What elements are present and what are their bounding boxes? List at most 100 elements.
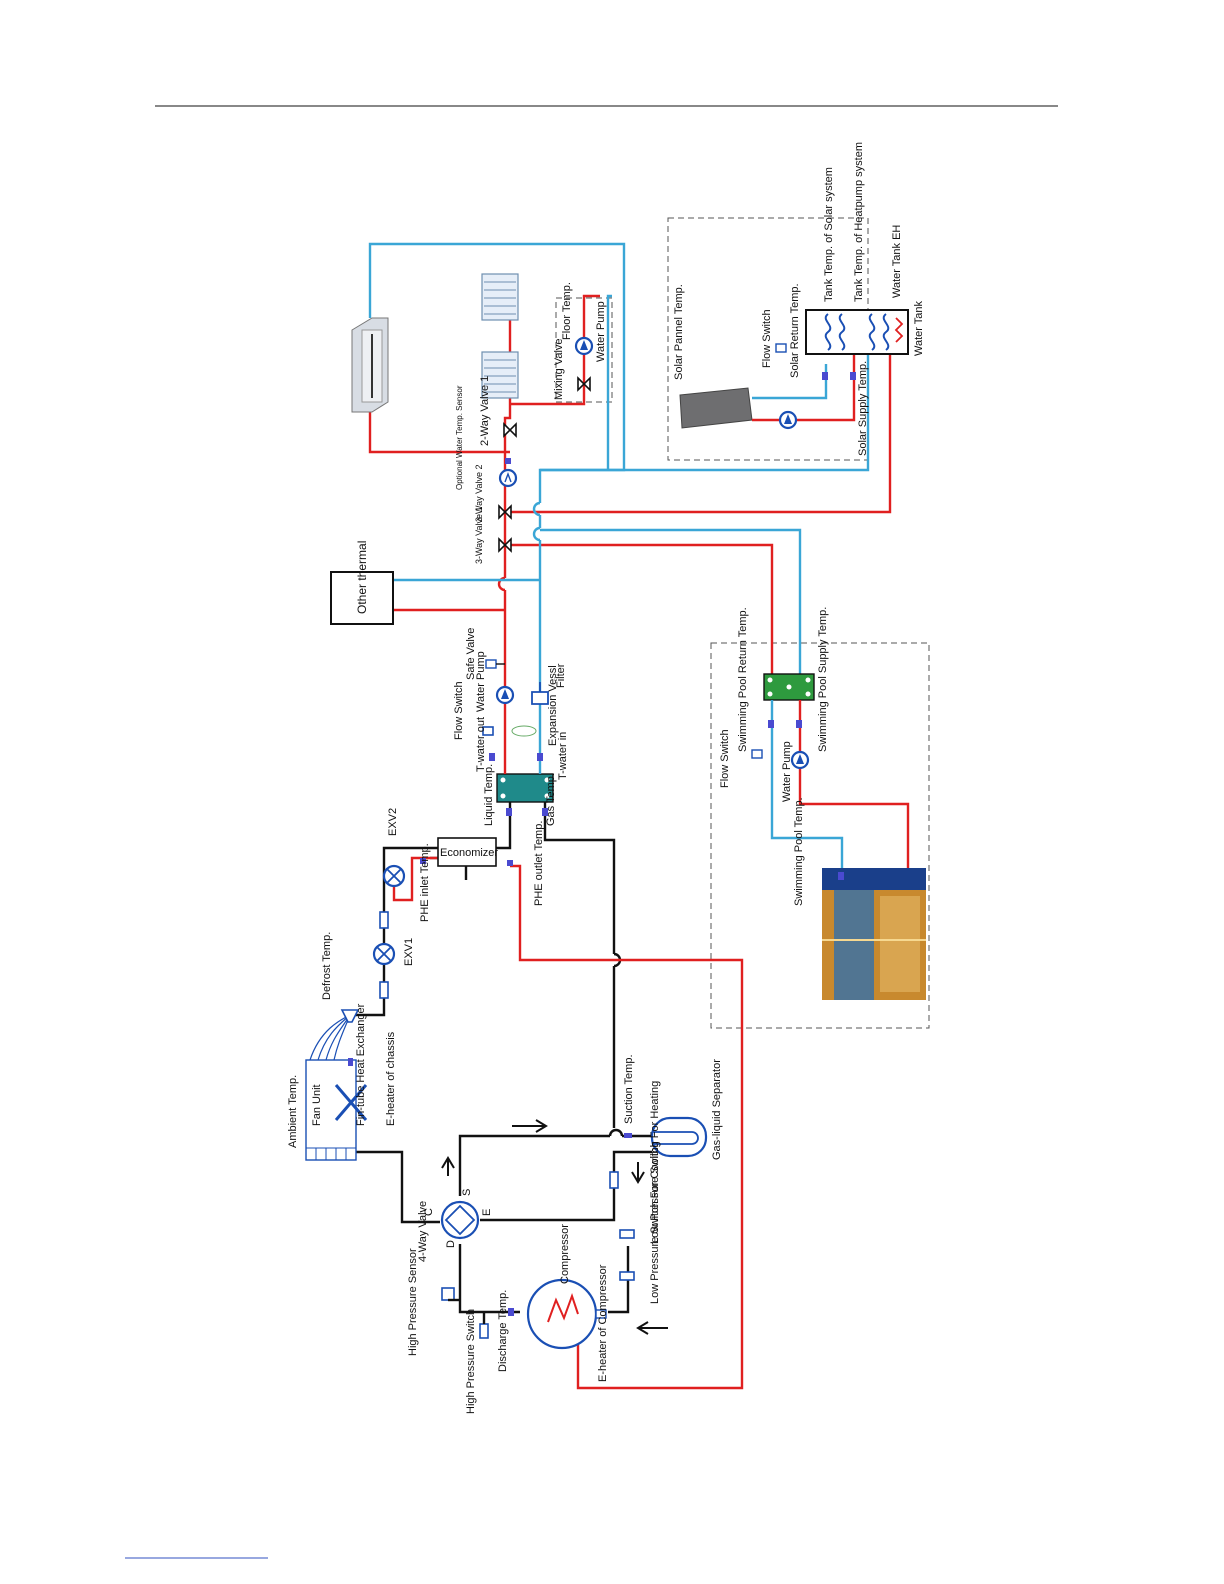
label-solar-flow-switch: Flow Switch [761, 309, 773, 368]
label-pool-flow-switch: Flow Switch [719, 729, 731, 788]
tank-return-line [540, 352, 870, 472]
label-tank-temp-heatpump: Tank Temp. of Heatpump system [853, 142, 865, 302]
compressor-icon [526, 1278, 607, 1350]
liquid-temp-sensor [506, 808, 512, 816]
strainer-icon [379, 911, 389, 929]
fan-coil-supply-line [368, 412, 510, 454]
refrigerant-circuit [350, 802, 652, 1314]
label-ambient-temp: Ambient Temp. [287, 1075, 299, 1148]
label-t-water-out: T-water out [475, 717, 487, 772]
flow-arrow-icon [631, 1162, 645, 1184]
label-three-way-valve-2: 3-Way Valve 2 [474, 464, 484, 522]
label-phe-inlet-temp: PHE inlet Temp. [419, 843, 431, 922]
filter-icon [531, 682, 549, 705]
label-discharge-temp: Discharge Temp. [497, 1290, 509, 1372]
label-exv1: EXV1 [403, 938, 415, 966]
label-tank-temp-solar: Tank Temp. of Solar system [823, 167, 835, 302]
floor-return-line [606, 294, 612, 470]
safe-valve-icon [485, 659, 497, 669]
radiator-unit [481, 273, 519, 321]
label-fin-tube: Fin-tube Heat Exchanger [355, 1003, 367, 1126]
other-thermal-box [330, 571, 394, 625]
low-pressure-cooling-switch-icon [619, 1271, 635, 1281]
label-compressor: Compressor [559, 1224, 571, 1284]
label-t-water-in: T-water in [557, 732, 569, 780]
label-suction-temp: Suction Temp. [623, 1054, 635, 1124]
pool-return-sensor [768, 720, 774, 728]
gas-liquid-separator-icon [650, 1116, 708, 1158]
label-water-tank-eh: Water Tank EH [891, 225, 903, 298]
label-defrost-temp: Defrost Temp. [321, 932, 333, 1000]
label-pool-return-temp: Swimming Pool Return Temp. [737, 607, 749, 752]
label-water-tank: Water Tank [913, 300, 925, 356]
four-way-valve-icon [440, 1200, 480, 1240]
label-liquid-temp: Liquid Temp. [483, 764, 495, 826]
suction-temp-sensor [624, 1133, 632, 1138]
label-solar-return-temp: Solar Return Temp. [789, 283, 801, 378]
high-pressure-sensor-icon [441, 1287, 455, 1301]
flow-switch-icon [482, 726, 494, 736]
flow-arrow-icon [441, 1156, 455, 1176]
t-water-in-sensor [537, 753, 543, 761]
pool-return-line [540, 528, 802, 674]
label-floor-water-pump: Water Pump [595, 301, 607, 362]
label-high-pressure-switch: High Pressure Switch [465, 1309, 477, 1414]
pool-flow-switch-icon [751, 749, 763, 759]
label-exv2: EXV2 [387, 808, 399, 836]
phe-outlet-line [510, 864, 744, 1390]
phe-inlet-sensor [420, 858, 426, 864]
discharge-temp-sensor [508, 1308, 514, 1316]
label-mixing-valve: Mixing Valve [553, 338, 565, 400]
water-tank [805, 309, 909, 355]
fan-coil-unit [351, 317, 389, 413]
low-pressure-heating-switch-icon [619, 1229, 635, 1239]
water-pump-icon [495, 685, 515, 705]
label-port-e: E [481, 1209, 493, 1216]
tank-supply-line [505, 324, 892, 514]
solar-flow-switch-icon [775, 343, 787, 353]
label-e-heater-compressor: E-heater of Compressor [597, 1264, 609, 1382]
label-other-thermal: Other thermal [355, 541, 369, 614]
label-optional-water-temp: Optional Water Temp. Sensor [455, 385, 464, 490]
label-fan-unit: Fan Unit [311, 1084, 323, 1126]
phe-outlet-sensor [507, 860, 513, 866]
solar-panel [679, 387, 753, 429]
label-three-way-valve-1: 3-Way Valve 1 [474, 506, 484, 564]
high-pressure-switch-icon [479, 1323, 489, 1339]
pool-supply-sensor [796, 720, 802, 728]
label-filter: Filter [555, 663, 567, 688]
label-port-c: C [423, 1208, 435, 1216]
pool-supply-line [505, 543, 774, 674]
label-e-heater-chassis: E-heater of chassis [385, 1031, 397, 1126]
optional-temp-sensor-icon [498, 468, 518, 488]
strainer-icon [379, 981, 389, 999]
label-pool-water-pump: Water Pump [781, 741, 793, 802]
gas-temp-sensor [542, 808, 548, 816]
pool-water-pump-icon [790, 750, 810, 770]
three-way-valve-2-icon [498, 504, 512, 520]
radiator-unit [481, 351, 519, 399]
label-low-pressure-heating: Low Pressure Switch For Heating [649, 1081, 661, 1244]
label-economizer: Economizer [440, 847, 498, 859]
label-pool-temp: Swimming Pool Temp. [793, 797, 805, 906]
label-safe-valve: Safe Valve [465, 628, 477, 680]
exv1-icon [372, 942, 396, 966]
solar-pump-icon [778, 410, 798, 430]
mixing-valve-icon [577, 376, 591, 392]
label-flow-switch: Flow Switch [453, 681, 465, 740]
optional-sensor-mark [505, 458, 511, 464]
label-low-pressure-cooling: Low Pressure Switch For Cooling [649, 1141, 661, 1304]
expansion-vessel-icon [511, 725, 537, 737]
label-solar-pannel-temp: Solar Pannel Temp. [673, 284, 685, 380]
distributor-icon [340, 1009, 360, 1023]
label-gas-liquid-separator: Gas-liquid Separator [711, 1059, 723, 1160]
exv2-icon [382, 864, 406, 888]
fin-tube-heat-exchanger [305, 1014, 368, 1161]
floor-water-pump-icon [574, 336, 594, 356]
label-port-s: S [461, 1189, 473, 1196]
label-pool-supply-temp: Swimming Pool Supply Temp. [817, 607, 829, 752]
economizer-box [437, 837, 497, 867]
swimming-pool-photo [822, 868, 926, 1000]
label-gas-temp: Gas Temp. [545, 773, 557, 826]
